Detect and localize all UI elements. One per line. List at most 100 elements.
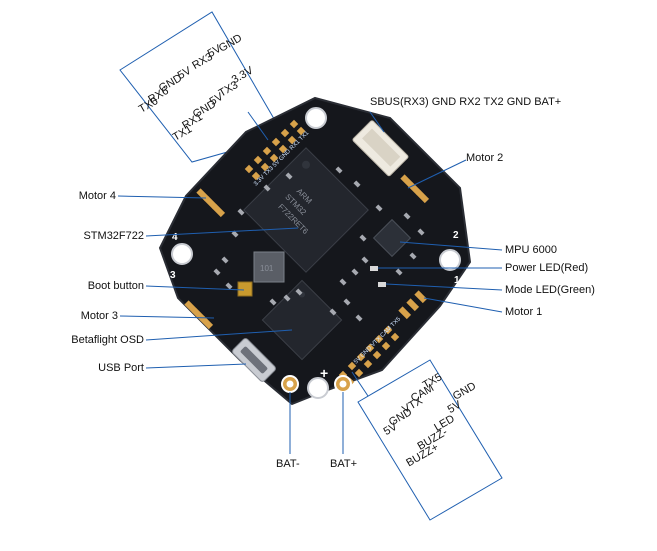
smd-part [285,172,293,180]
leader-motor2 [407,159,467,189]
label-boot: Boot button [87,280,144,292]
solder-pad [296,126,306,136]
inductor: 101 [253,251,285,283]
solder-pad [287,135,297,145]
solder-pad [271,137,281,147]
motor-pad [414,290,428,304]
smd-part [269,298,277,306]
leader-usb [145,363,247,369]
leader-top-box [247,111,269,141]
boot-button-part [237,281,253,297]
leader-bottom-box [351,371,369,397]
smd-part [359,234,367,242]
smd-part [237,208,245,216]
solder-pad [365,343,375,353]
leader-motor1 [423,297,503,313]
mount-hole-right [439,249,461,271]
smd-part [339,278,347,286]
motor-pad [200,316,214,330]
label-motor1: Motor 1 [505,306,543,318]
smd-part [213,268,221,276]
label-mode-led: Mode LED(Green) [505,284,595,296]
mount-hole-left [171,243,193,265]
solder-pad [262,146,272,156]
label-sbus-row: SBUS(RX3) GND RX2 TX2 GND BAT+ [370,96,562,108]
label-mpu: MPU 6000 [505,244,557,256]
solder-pad [374,334,384,344]
motor-pad [184,300,198,314]
solder-pad [372,350,382,360]
leader-motor4 [117,195,207,199]
bat-minus-hole [286,380,294,388]
motor-pad [212,204,226,218]
smd-part [403,212,411,220]
solder-pad [260,162,270,172]
solder-pad [356,352,366,362]
usb-port-part [232,338,276,382]
smd-part [263,184,271,192]
smd-part [295,288,303,296]
solder-pad [244,164,254,174]
silk-corner-1: 1 [454,275,460,286]
sbus-connector [352,120,409,177]
leader-stm32 [145,227,299,237]
motor2-pads [400,174,430,204]
power-led-part [370,266,378,271]
mount-hole-top [305,107,327,129]
solder-pad [289,119,299,129]
solder-pad [278,144,288,154]
flight-controller-board: ARM STM32 F722RET6 101 [158,96,472,406]
smd-part [409,252,417,260]
smd-part [361,256,369,264]
solder-pad [383,325,393,335]
top-pad-grid [244,119,306,181]
solder-pad [269,153,279,163]
label-osd: Betaflight OSD [71,334,144,346]
motor-pad [406,298,420,312]
smd-part [395,268,403,276]
mount-hole-bottom [307,377,329,399]
smd-part [353,180,361,188]
solder-pad [363,359,373,369]
smd-part [375,204,383,212]
solder-pad [354,368,364,378]
smd-part [343,298,351,306]
leader-mpu [399,241,503,251]
motor1-pads [398,290,428,320]
motor-pad [398,306,412,320]
smd-part [231,230,239,238]
bottom-pin-box [357,359,503,521]
bottom-pin-box-frame [357,359,503,521]
osd-chip [261,279,343,361]
smd-part [283,294,291,302]
leader-boot [145,285,245,291]
smd-part [221,256,229,264]
leader-motor3 [119,315,215,319]
solder-pad [347,361,357,371]
leader-sbus [369,111,385,133]
smd-part [225,282,233,290]
label-motor2: Motor 2 [466,152,504,164]
label-bat-minus: BAT- [276,458,300,470]
leader-lines [117,111,503,454]
silk-plus: + [320,365,328,381]
smd-part [335,166,343,174]
label-usb: USB Port [98,362,144,374]
label-power-led: Power LED(Red) [505,262,589,274]
leader-osd [145,329,293,341]
smd-part [417,228,425,236]
solder-pad [381,341,391,351]
bat-plus-hole [339,380,347,388]
label-motor3: Motor 3 [80,310,118,322]
leader-mode-led [385,283,503,291]
label-bat-plus: BAT+ [330,458,358,470]
silk-corner-3: 3 [170,270,176,281]
inductor-label: 101 [260,264,274,273]
motor-pad [416,190,430,204]
smd-part [355,314,363,322]
label-stm32: STM32F722 [83,230,144,242]
solder-pad [280,128,290,138]
solder-pad [390,332,400,342]
